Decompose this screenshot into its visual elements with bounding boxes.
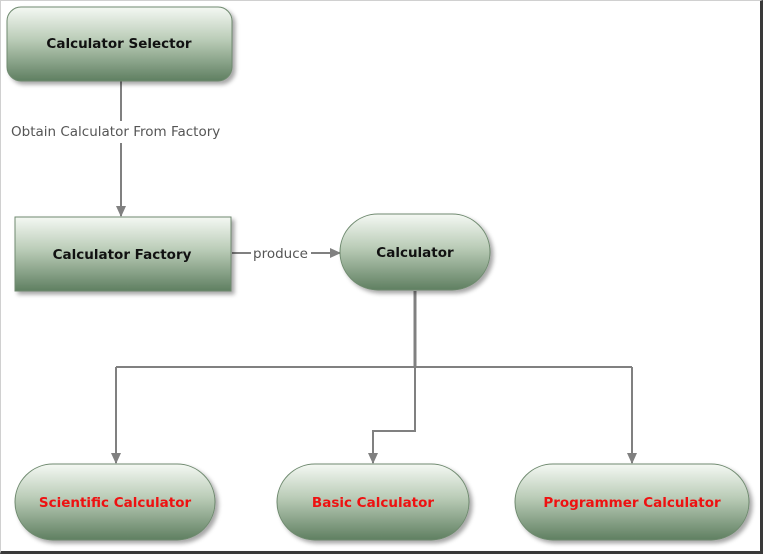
node-scientific-calculator: Scientific Calculator xyxy=(14,463,216,541)
node-basic-calculator: Basic Calculator xyxy=(276,463,470,541)
node-programmer-calculator-label: Programmer Calculator xyxy=(543,495,721,511)
edge-to-basic xyxy=(368,367,416,464)
node-calculator-factory: Calculator Factory xyxy=(14,216,232,292)
node-calculator-factory-box xyxy=(14,216,232,292)
node-calculator-label: Calculator xyxy=(376,245,454,261)
edge-label-obtain: Obtain Calculator From Factory xyxy=(11,124,220,140)
node-scientific-calculator-box xyxy=(14,463,216,541)
connectors xyxy=(116,81,637,464)
node-programmer-calculator: Programmer Calculator xyxy=(514,463,750,541)
node-calculator-selector: Calculator Selector xyxy=(6,6,233,82)
node-programmer-calculator-box xyxy=(514,463,750,541)
edge-label-produce: produce xyxy=(253,246,308,262)
node-calculator: Calculator xyxy=(339,213,491,291)
node-calculator-selector-label: Calculator Selector xyxy=(46,36,191,52)
node-basic-calculator-box xyxy=(276,463,470,541)
node-calculator-box xyxy=(339,213,491,291)
node-calculator-selector-box xyxy=(6,6,233,82)
node-basic-calculator-label: Basic Calculator xyxy=(312,495,434,511)
node-scientific-calculator-label: Scientific Calculator xyxy=(39,495,192,511)
node-calculator-factory-label: Calculator Factory xyxy=(53,247,192,263)
